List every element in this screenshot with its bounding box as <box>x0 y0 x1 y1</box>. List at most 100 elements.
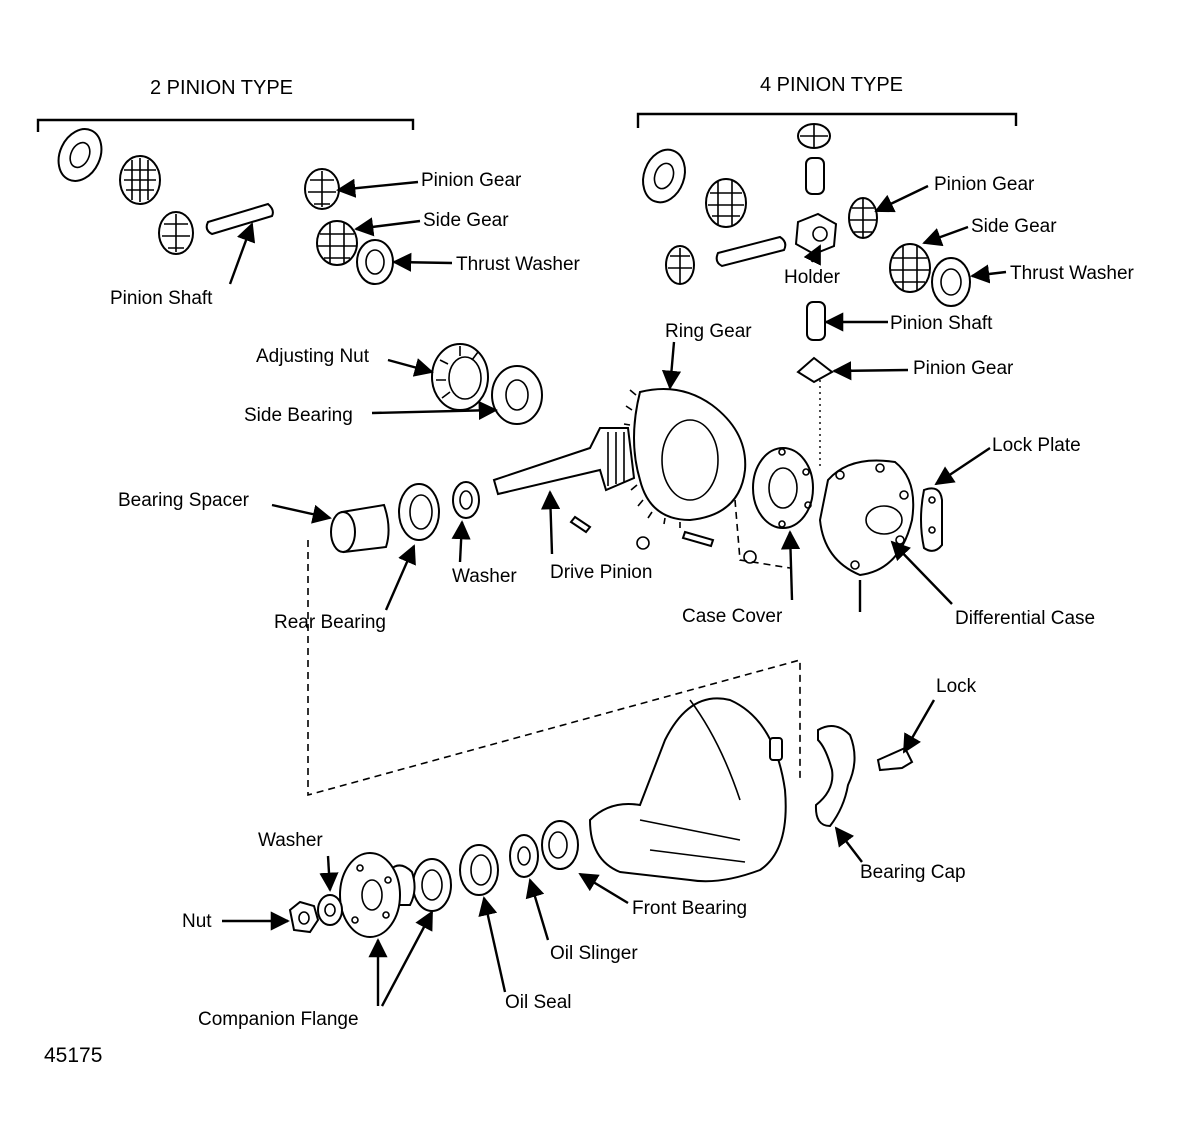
label-4p-holder: Holder <box>784 267 841 288</box>
bearing-spacer-part <box>330 503 390 554</box>
figure-number: 45175 <box>44 1044 102 1067</box>
arrow-4p-thrust-washer <box>970 264 1007 284</box>
arrow-4p-pinion-gear-top <box>874 184 929 213</box>
pinion-gear-2p-left <box>158 211 194 255</box>
lock-plate-part <box>920 487 943 552</box>
label-ring-gear: Ring Gear <box>665 321 752 342</box>
label-adjusting-nut: Adjusting Nut <box>256 346 370 367</box>
label-4p-pinion-shaft: Pinion Shaft <box>890 313 993 334</box>
arrow-washer-upper <box>451 520 471 563</box>
label-companion-flange: Companion Flange <box>198 1009 359 1030</box>
two-pinion-parts <box>57 128 394 285</box>
label-side-bearing: Side Bearing <box>244 405 353 426</box>
arrow-companion-flange-b <box>380 910 434 1007</box>
arrow-lock <box>902 699 936 754</box>
nut-part <box>288 900 320 934</box>
arrow-4p-pinion-gear-bottom <box>832 361 909 381</box>
arrow-4p-holder <box>803 244 822 266</box>
holder-4p <box>794 212 838 256</box>
label-case-cover: Case Cover <box>682 606 783 627</box>
label-oil-seal: Oil Seal <box>505 992 572 1013</box>
arrow-2p-pinion-shaft <box>228 222 256 285</box>
pinion-gear-4p-top <box>797 123 831 149</box>
ring-gear-part <box>623 388 747 528</box>
arrow-differential-case <box>890 540 953 605</box>
adjusting-nut-part <box>431 343 489 411</box>
thrust-washer-4p-left <box>642 148 686 204</box>
front-bearing-part <box>541 820 579 870</box>
arrow-rear-bearing <box>384 544 416 611</box>
oil-seal-part <box>459 844 499 896</box>
arrow-adjusting-nut <box>387 358 434 377</box>
pinion-gear-2p-right <box>304 168 340 210</box>
label-front-bearing: Front Bearing <box>632 898 747 919</box>
label-4p-side-gear: Side Gear <box>971 216 1057 237</box>
arrow-2p-side-gear <box>354 217 421 237</box>
label-4p-pinion-gear-top: Pinion Gear <box>934 174 1035 195</box>
arrow-case-cover <box>780 530 801 601</box>
side-gear-2p-left <box>119 155 161 205</box>
differential-case-part <box>818 459 915 612</box>
oil-slinger-part <box>509 834 539 878</box>
arrow-washer-lower <box>319 855 339 892</box>
arrow-lock-plate <box>934 447 991 486</box>
side-bearing-part <box>491 365 543 425</box>
arrow-4p-side-gear <box>922 225 969 247</box>
pinion-shaft-4p-top <box>805 157 825 195</box>
label-nut: Nut <box>182 911 212 932</box>
four-pinion-type-heading: 4 PINION TYPE <box>760 74 903 96</box>
arrow-bearing-cap <box>834 826 863 863</box>
label-rear-bearing: Rear Bearing <box>274 612 386 633</box>
companion-flange-part <box>339 852 416 938</box>
label-4p-thrust-washer: Thrust Washer <box>1010 263 1135 284</box>
arrow-bearing-spacer <box>271 503 332 524</box>
label-lock-plate: Lock Plate <box>992 435 1081 456</box>
label-differential-case: Differential Case <box>955 608 1095 629</box>
label-washer-lower: Washer <box>258 830 323 851</box>
two-pinion-type-heading: 2 PINION TYPE <box>150 77 293 99</box>
label-oil-slinger: Oil Slinger <box>550 943 638 964</box>
side-gear-4p-left <box>705 178 747 228</box>
arrow-oil-seal <box>478 896 507 993</box>
pinion-gear-4p-right <box>848 197 878 239</box>
thrust-washer-2p-right <box>356 239 394 285</box>
two-pinion-bracket <box>36 118 415 132</box>
arrow-drive-pinion <box>540 490 561 555</box>
thrust-washer-4p-right <box>931 257 971 307</box>
bearing-cap-part <box>814 725 856 828</box>
spacer-ring-part <box>412 858 452 912</box>
small-bolts <box>569 515 757 564</box>
label-4p-pinion-gear-bottom: Pinion Gear <box>913 358 1014 379</box>
pinion-gear-4p-bottom <box>796 356 834 384</box>
label-washer-upper: Washer <box>452 566 517 587</box>
label-drive-pinion: Drive Pinion <box>550 562 652 583</box>
arrow-2p-thrust-washer <box>392 252 453 272</box>
pinion-shaft-2p <box>205 202 274 236</box>
washer-lower-part <box>317 894 343 926</box>
drive-pinion-part <box>492 427 636 496</box>
assembly-dash-lines <box>307 380 821 797</box>
four-pinion-bracket <box>636 112 1018 128</box>
arrow-ring-gear <box>661 341 682 390</box>
label-bearing-cap: Bearing Cap <box>860 862 966 883</box>
side-gear-2p-right <box>316 220 358 266</box>
label-2p-side-gear: Side Gear <box>423 210 509 231</box>
lock-part <box>876 746 914 772</box>
four-pinion-parts <box>642 123 971 384</box>
label-2p-pinion-shaft: Pinion Shaft <box>110 288 213 309</box>
pinion-shaft-4p-bottom <box>806 301 826 341</box>
leader-arrows <box>222 178 1007 1007</box>
arrow-front-bearing <box>578 872 629 905</box>
pinion-shaft-4p-mid <box>715 235 787 268</box>
washer-upper-part <box>452 481 480 519</box>
arrow-2p-pinion-gear <box>336 178 419 198</box>
label-2p-thrust-washer: Thrust Washer <box>456 254 581 275</box>
arrow-oil-slinger <box>525 878 550 941</box>
case-cover-part <box>752 447 814 529</box>
label-bearing-spacer: Bearing Spacer <box>118 490 250 511</box>
pinion-gear-4p-mid <box>665 245 695 285</box>
side-gear-4p-right <box>889 243 931 293</box>
callout-labels: Pinion Gear Side Gear Thrust Washer Pini… <box>44 170 1135 1067</box>
rear-bearing-part <box>398 483 440 541</box>
